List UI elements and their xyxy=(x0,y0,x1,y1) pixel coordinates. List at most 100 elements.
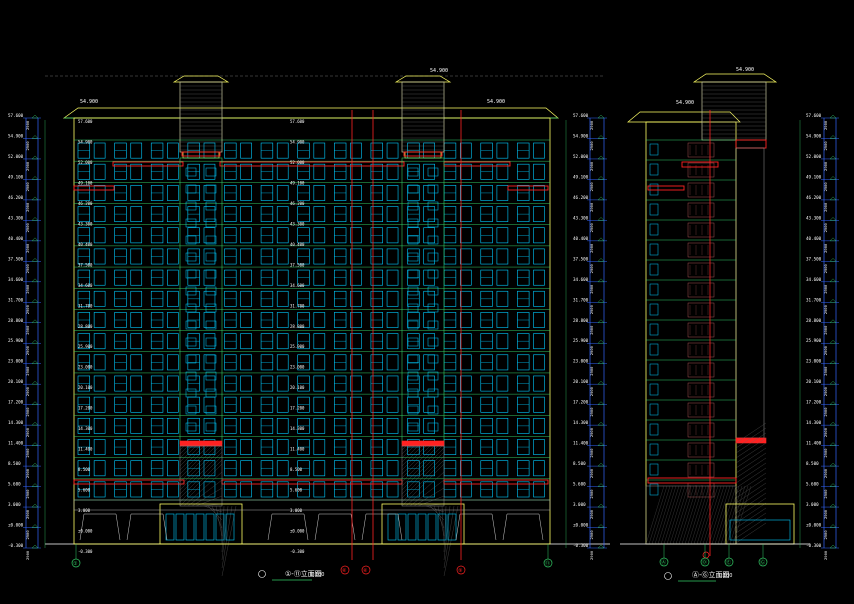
front-window xyxy=(533,333,545,350)
front-window xyxy=(240,206,252,223)
floor-height-label: 2900 xyxy=(823,161,828,171)
side-lower-band xyxy=(735,437,767,444)
front-window xyxy=(386,312,399,328)
hatch xyxy=(401,445,411,455)
floor-height-label: 2900 xyxy=(589,427,594,437)
front-window xyxy=(496,417,509,434)
front-window xyxy=(240,290,252,307)
front-title: ①-⑪立面图 xyxy=(285,569,322,578)
level-label: 11.400 xyxy=(573,441,589,446)
level-label: 8.500 xyxy=(806,461,819,466)
front-window xyxy=(533,290,545,307)
hatch xyxy=(211,505,223,529)
front-window xyxy=(350,185,362,201)
front-window xyxy=(423,206,435,223)
side-upper-band xyxy=(681,161,719,168)
floor-height-label: 2900 xyxy=(589,325,594,335)
floor-height-label: 2900 xyxy=(589,530,594,540)
front-window xyxy=(130,290,143,307)
hatch xyxy=(179,455,223,499)
tower-window xyxy=(427,354,439,364)
podium-arch xyxy=(314,513,356,541)
level-label: 46.200 xyxy=(8,195,24,200)
front-window xyxy=(276,142,289,159)
hatch xyxy=(735,437,767,459)
floor-height-label: 2900 xyxy=(25,223,30,233)
level-label: 20.100 xyxy=(8,379,24,384)
inner-level-label: 11.400 xyxy=(78,447,93,452)
front-window xyxy=(93,396,106,413)
podium-arch xyxy=(502,513,544,541)
side-window xyxy=(649,323,659,336)
inner-level-label: 34.600 xyxy=(290,283,305,288)
front-window xyxy=(93,206,106,223)
tower-window xyxy=(427,388,439,398)
hatch xyxy=(429,505,445,521)
side-axis-bubble xyxy=(758,557,768,567)
front-window xyxy=(496,269,509,286)
inner-level-label: 11.400 xyxy=(290,447,305,452)
front-window xyxy=(276,333,289,350)
inner-level-label: 28.800 xyxy=(290,324,305,329)
level-marker xyxy=(597,462,605,467)
hatch xyxy=(735,522,767,544)
side-window xyxy=(649,203,659,216)
front-window xyxy=(386,206,399,223)
front-window xyxy=(130,396,143,413)
front-window xyxy=(350,354,362,371)
front-window xyxy=(350,163,362,180)
floor-height-label: 2900 xyxy=(25,468,30,478)
front-window xyxy=(240,481,252,498)
hatch xyxy=(735,457,767,479)
front-window xyxy=(203,481,216,498)
front-window xyxy=(313,227,326,244)
hatch xyxy=(187,479,223,507)
front-window xyxy=(533,417,545,434)
front-window xyxy=(93,290,106,307)
tower-window xyxy=(407,218,419,228)
level-label: ±0.000 xyxy=(8,523,24,528)
hatch xyxy=(735,442,767,464)
side-podium-band xyxy=(647,477,737,484)
front-window xyxy=(276,185,289,201)
front-window xyxy=(313,375,326,392)
front-window xyxy=(276,269,289,286)
front-window xyxy=(533,312,545,328)
front-window xyxy=(313,439,326,455)
side-balcony xyxy=(687,402,715,418)
hatch xyxy=(678,485,698,545)
axis-label-right: ⑪ xyxy=(545,560,550,567)
side-balcony xyxy=(687,382,715,398)
floor-height-label: 2900 xyxy=(589,161,594,171)
tower-window xyxy=(407,201,419,211)
entrance-frame xyxy=(159,503,243,545)
hatch xyxy=(708,485,728,545)
level-label: -0.300 xyxy=(806,543,822,548)
front-window xyxy=(533,227,545,244)
level-label: 52.000 xyxy=(806,154,822,159)
tower-window xyxy=(205,405,217,415)
hatch xyxy=(179,445,217,483)
level-marker xyxy=(829,114,837,119)
level-marker xyxy=(829,196,837,201)
hatch xyxy=(413,487,445,507)
front-red-band xyxy=(73,185,115,191)
front-window xyxy=(350,396,362,413)
front-window xyxy=(459,354,472,371)
hatch xyxy=(401,445,407,451)
hatch xyxy=(735,462,767,484)
tower-window xyxy=(205,184,217,194)
level-marker xyxy=(31,237,39,242)
front-window xyxy=(423,163,435,180)
side-band xyxy=(647,185,685,191)
level-label: 31.700 xyxy=(573,297,589,302)
front-window xyxy=(533,354,545,371)
inner-level-label: 46.200 xyxy=(290,201,305,206)
hatch xyxy=(735,477,767,499)
tower-window xyxy=(205,320,217,330)
level-marker xyxy=(829,503,837,508)
floor-height-label: 2900 xyxy=(25,182,30,192)
front-window xyxy=(533,206,545,223)
front-window xyxy=(93,227,106,244)
front-window xyxy=(459,142,472,159)
